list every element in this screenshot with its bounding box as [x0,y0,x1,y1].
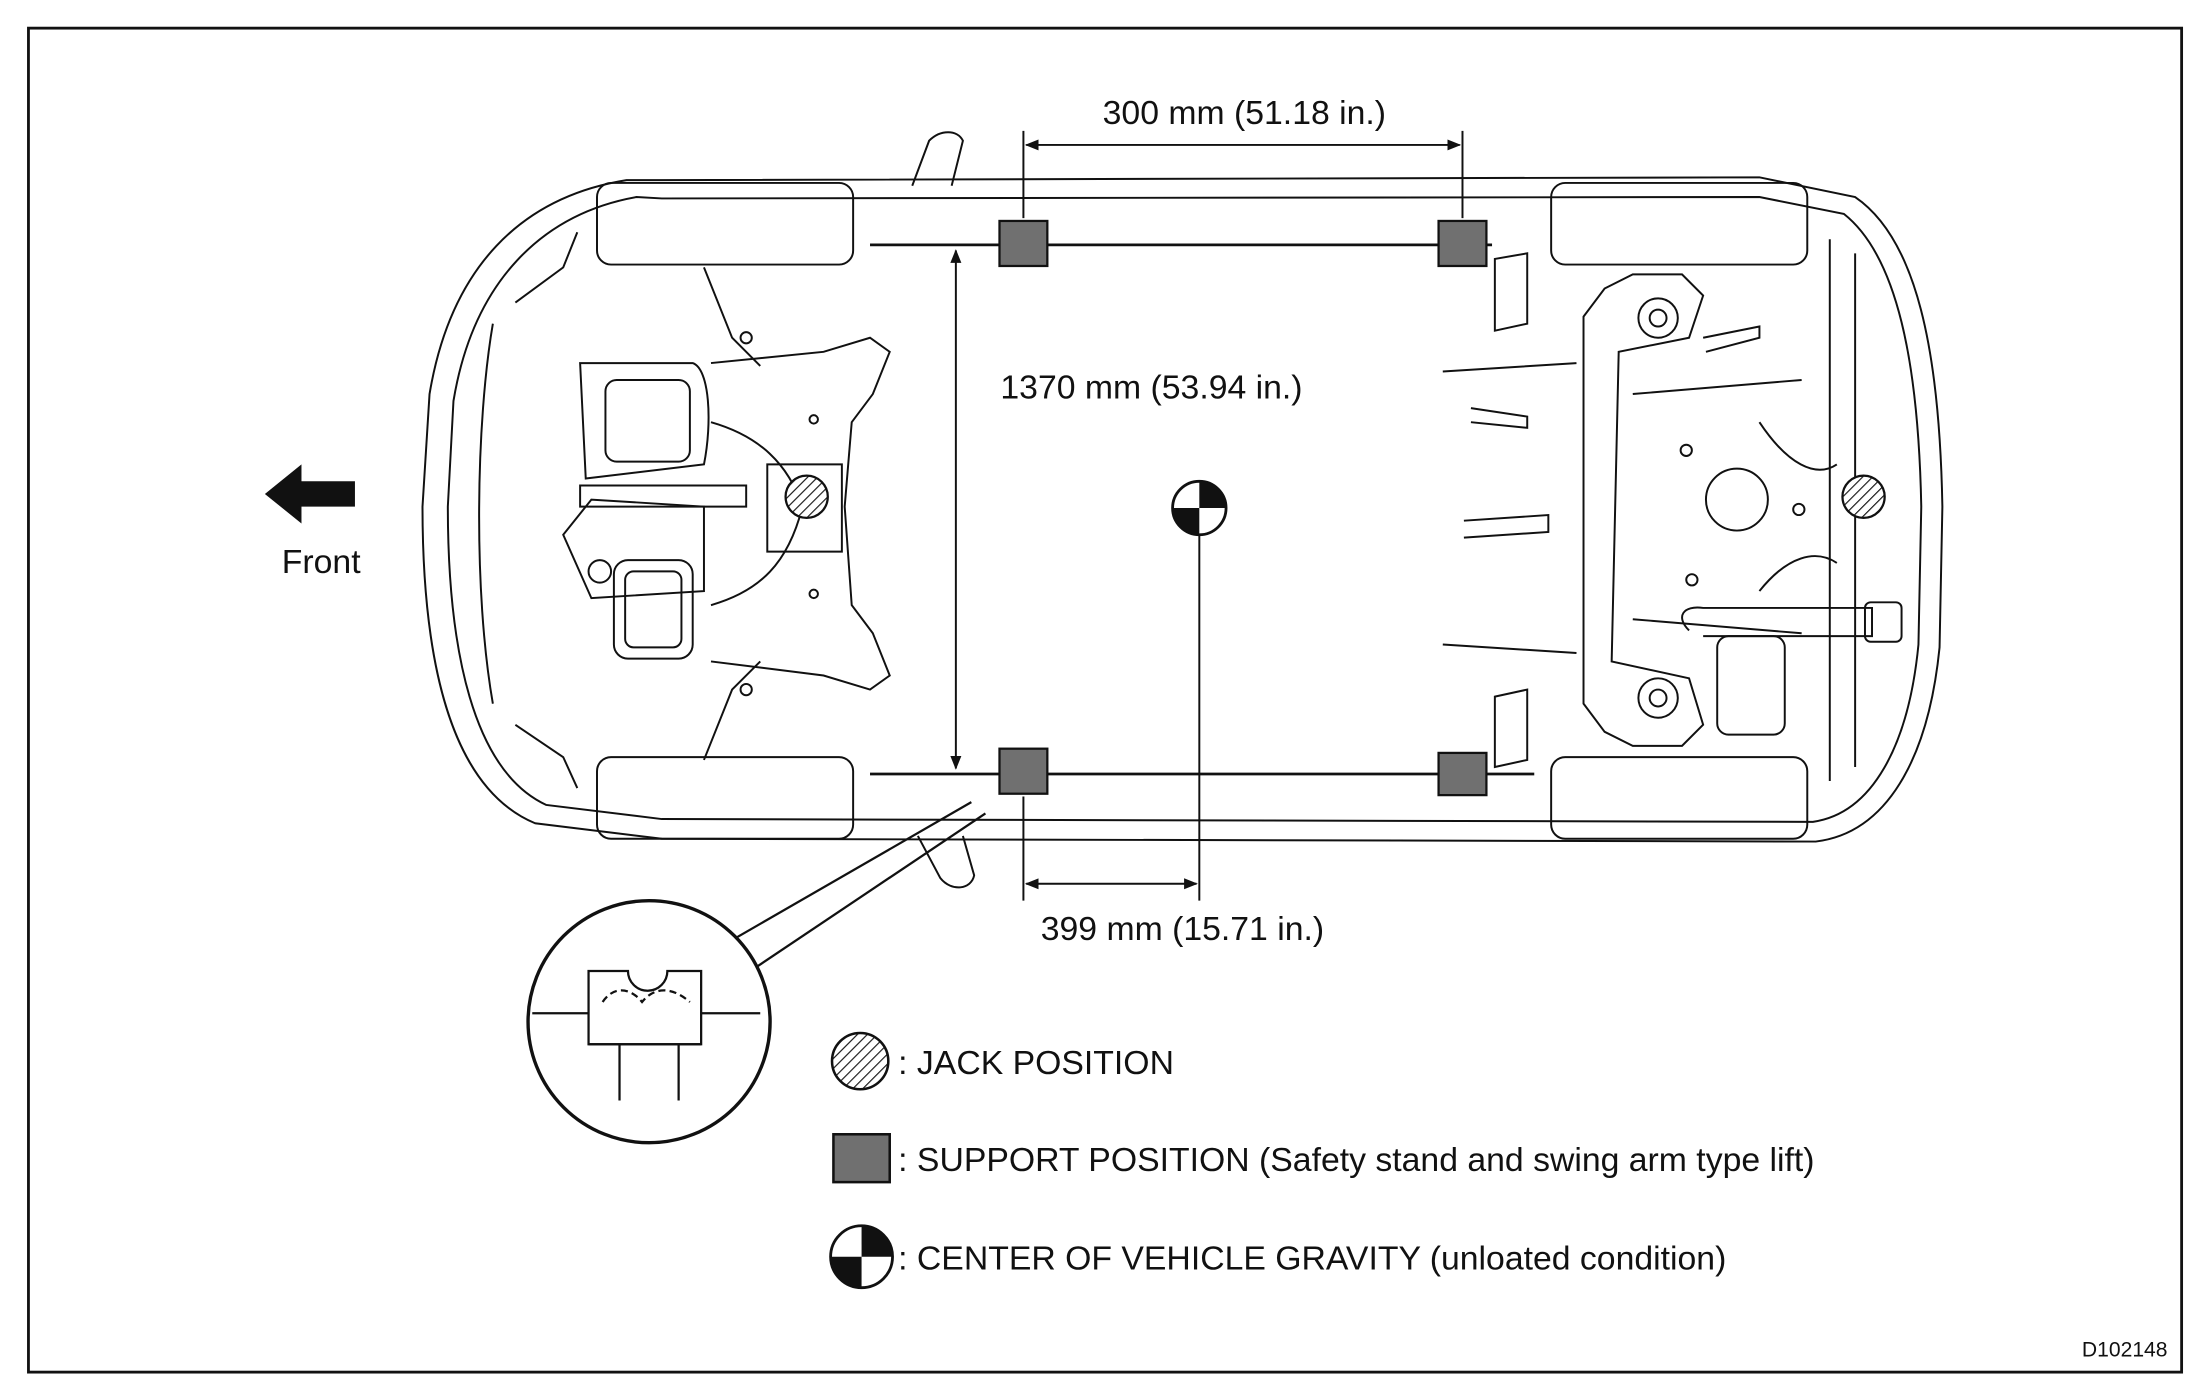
gravity-offset-label: 399 mm (15.71 in.) [1041,910,1324,948]
front-arrow-icon [264,464,355,524]
frame-rails [870,243,1535,776]
rear-subframe [1582,273,1705,747]
legend-gravity-label: : CENTER OF VEHICLE GRAVITY (unloated co… [898,1239,1726,1277]
legend-jack-label: : JACK POSITION [898,1044,1174,1082]
muffler [1716,635,1786,736]
support-marker-front-right [998,747,1049,795]
right-mirror [916,835,976,889]
support-detail-callout [526,801,987,1145]
legend-support-label: : SUPPORT POSITION (Safety stand and swi… [898,1141,1814,1179]
legend-support-icon [832,1133,891,1184]
rear-right-wheel [1550,756,1809,840]
figure-frame [27,26,2184,1374]
front-label: Front [282,543,361,581]
support-marker-rear-right [1437,751,1488,797]
body-inner-outline [446,196,1923,823]
left-mirror [911,131,964,187]
front-right-wheel [596,756,855,840]
jack-marker-front [784,474,829,520]
support-markers [998,219,1488,797]
dimension-lines [950,130,1464,901]
support-marker-front-left [998,219,1049,268]
legend-jack-icon [830,1031,890,1091]
engine-outline [579,362,710,480]
support-marker-rear-left [1437,219,1488,268]
exhaust-pipe [1681,606,1873,638]
jack-marker-rear [1841,474,1886,520]
legend: : JACK POSITION : SUPPORT POSITION (Safe… [829,1031,1815,1290]
support-spacing-label: 300 mm (51.18 in.) [1103,94,1386,132]
track-width-label: 1370 mm (53.94 in.) [1000,368,1302,406]
center-of-gravity-marker [1171,479,1228,901]
legend-gravity-icon [829,1224,894,1290]
front-subframe [710,336,891,691]
front-left-wheel [596,181,855,266]
figure-id: D102148 [2082,1339,2168,1362]
rear-left-wheel [1550,181,1809,266]
